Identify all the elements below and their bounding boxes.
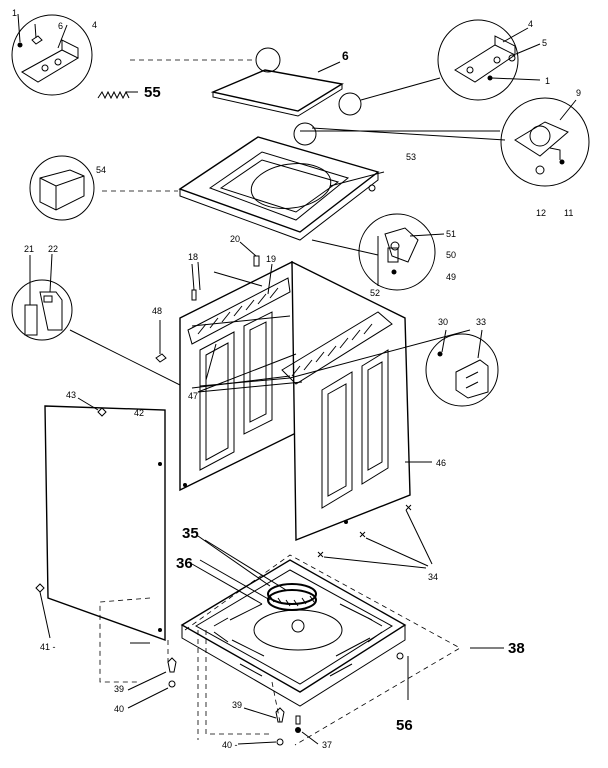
callout-56: 56 [396,717,413,734]
callout-46: 46 [436,458,446,468]
callout-52: 52 [370,288,380,298]
callout-1-right: 1 [545,76,550,86]
right-side-panel-part-46 [191,260,432,542]
callout-40-left: 40 [114,704,124,714]
callout-37: 37 [322,740,332,750]
callout-4: 4 [92,20,97,30]
lid-part-6 [130,47,441,117]
callout-33: 33 [476,317,486,327]
callout-42: 42 [134,408,144,418]
callout-53: 53 [406,152,416,162]
part-21-22-detail [11,253,191,391]
top-cover-part-53 [102,136,385,256]
connector-detail [358,213,445,291]
callout-19: 19 [266,254,276,264]
callout-40-right: 40 - [222,740,238,750]
front-panel-part-42 [35,397,166,644]
callout-50: 50 [446,250,456,260]
part-54-detail [29,155,95,221]
callout-labels: 1 6 4 55 6 4 5 1 9 12 11 54 53 21 22 20 … [12,8,581,750]
callout-51: 51 [446,229,456,239]
callout-34: 34 [428,572,438,582]
callout-43: 43 [66,390,76,400]
callout-47: 47 [188,391,198,401]
callout-22: 22 [48,244,58,254]
hinge-detail-left [11,13,93,96]
spring-part-55 [97,90,138,100]
callout-39-left: 39 [114,684,124,694]
callout-49: 49 [446,272,456,282]
callout-38: 38 [508,640,525,657]
callout-6-lid: 6 [342,49,349,63]
callout-5: 5 [542,38,547,48]
callout-30: 30 [438,317,448,327]
clip-detail [425,329,499,407]
dashed-assembly-lines [99,554,461,746]
callout-18: 18 [188,252,198,262]
callout-54: 54 [96,165,106,175]
callout-21: 21 [24,244,34,254]
callout-35: 35 [182,525,199,542]
callout-36: 36 [176,555,193,572]
leader-lines [127,261,504,745]
panel-hardware [155,241,303,393]
lid-switch-detail [293,97,590,187]
callout-6: 6 [58,21,63,31]
callout-41: 41 - [40,642,56,652]
leg-hardware [167,657,301,746]
callout-12: 12 [536,208,546,218]
callout-48: 48 [152,306,162,316]
hinge-detail-right [437,19,541,101]
callout-20: 20 [230,234,240,244]
callout-4-right: 4 [528,19,533,29]
base-part-38 [180,504,433,707]
callout-39-right: 39 [232,700,242,710]
callout-1: 1 [12,8,17,18]
callout-55: 55 [144,84,161,101]
callout-9: 9 [576,88,581,98]
callout-11: 11 [564,208,573,218]
